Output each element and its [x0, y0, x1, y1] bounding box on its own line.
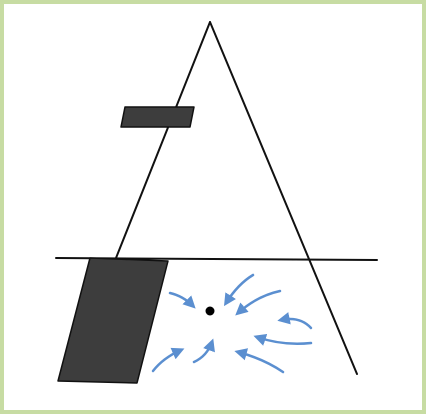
- flow-arrow: [235, 289, 282, 316]
- large-block: [57, 257, 169, 384]
- flow-arrow: [168, 291, 196, 309]
- small-block: [120, 106, 195, 128]
- triangle-left-leg: [115, 21, 211, 259]
- flow-arrows: [151, 273, 313, 374]
- flow-arrow: [253, 333, 313, 346]
- center-dot: [205, 306, 215, 316]
- flow-arrow: [192, 338, 215, 364]
- flow-arrow: [234, 348, 285, 374]
- flow-arrow: [277, 312, 313, 330]
- flow-arrow: [223, 273, 255, 307]
- flow-arrow: [151, 347, 185, 373]
- triangle-right-leg: [209, 21, 358, 375]
